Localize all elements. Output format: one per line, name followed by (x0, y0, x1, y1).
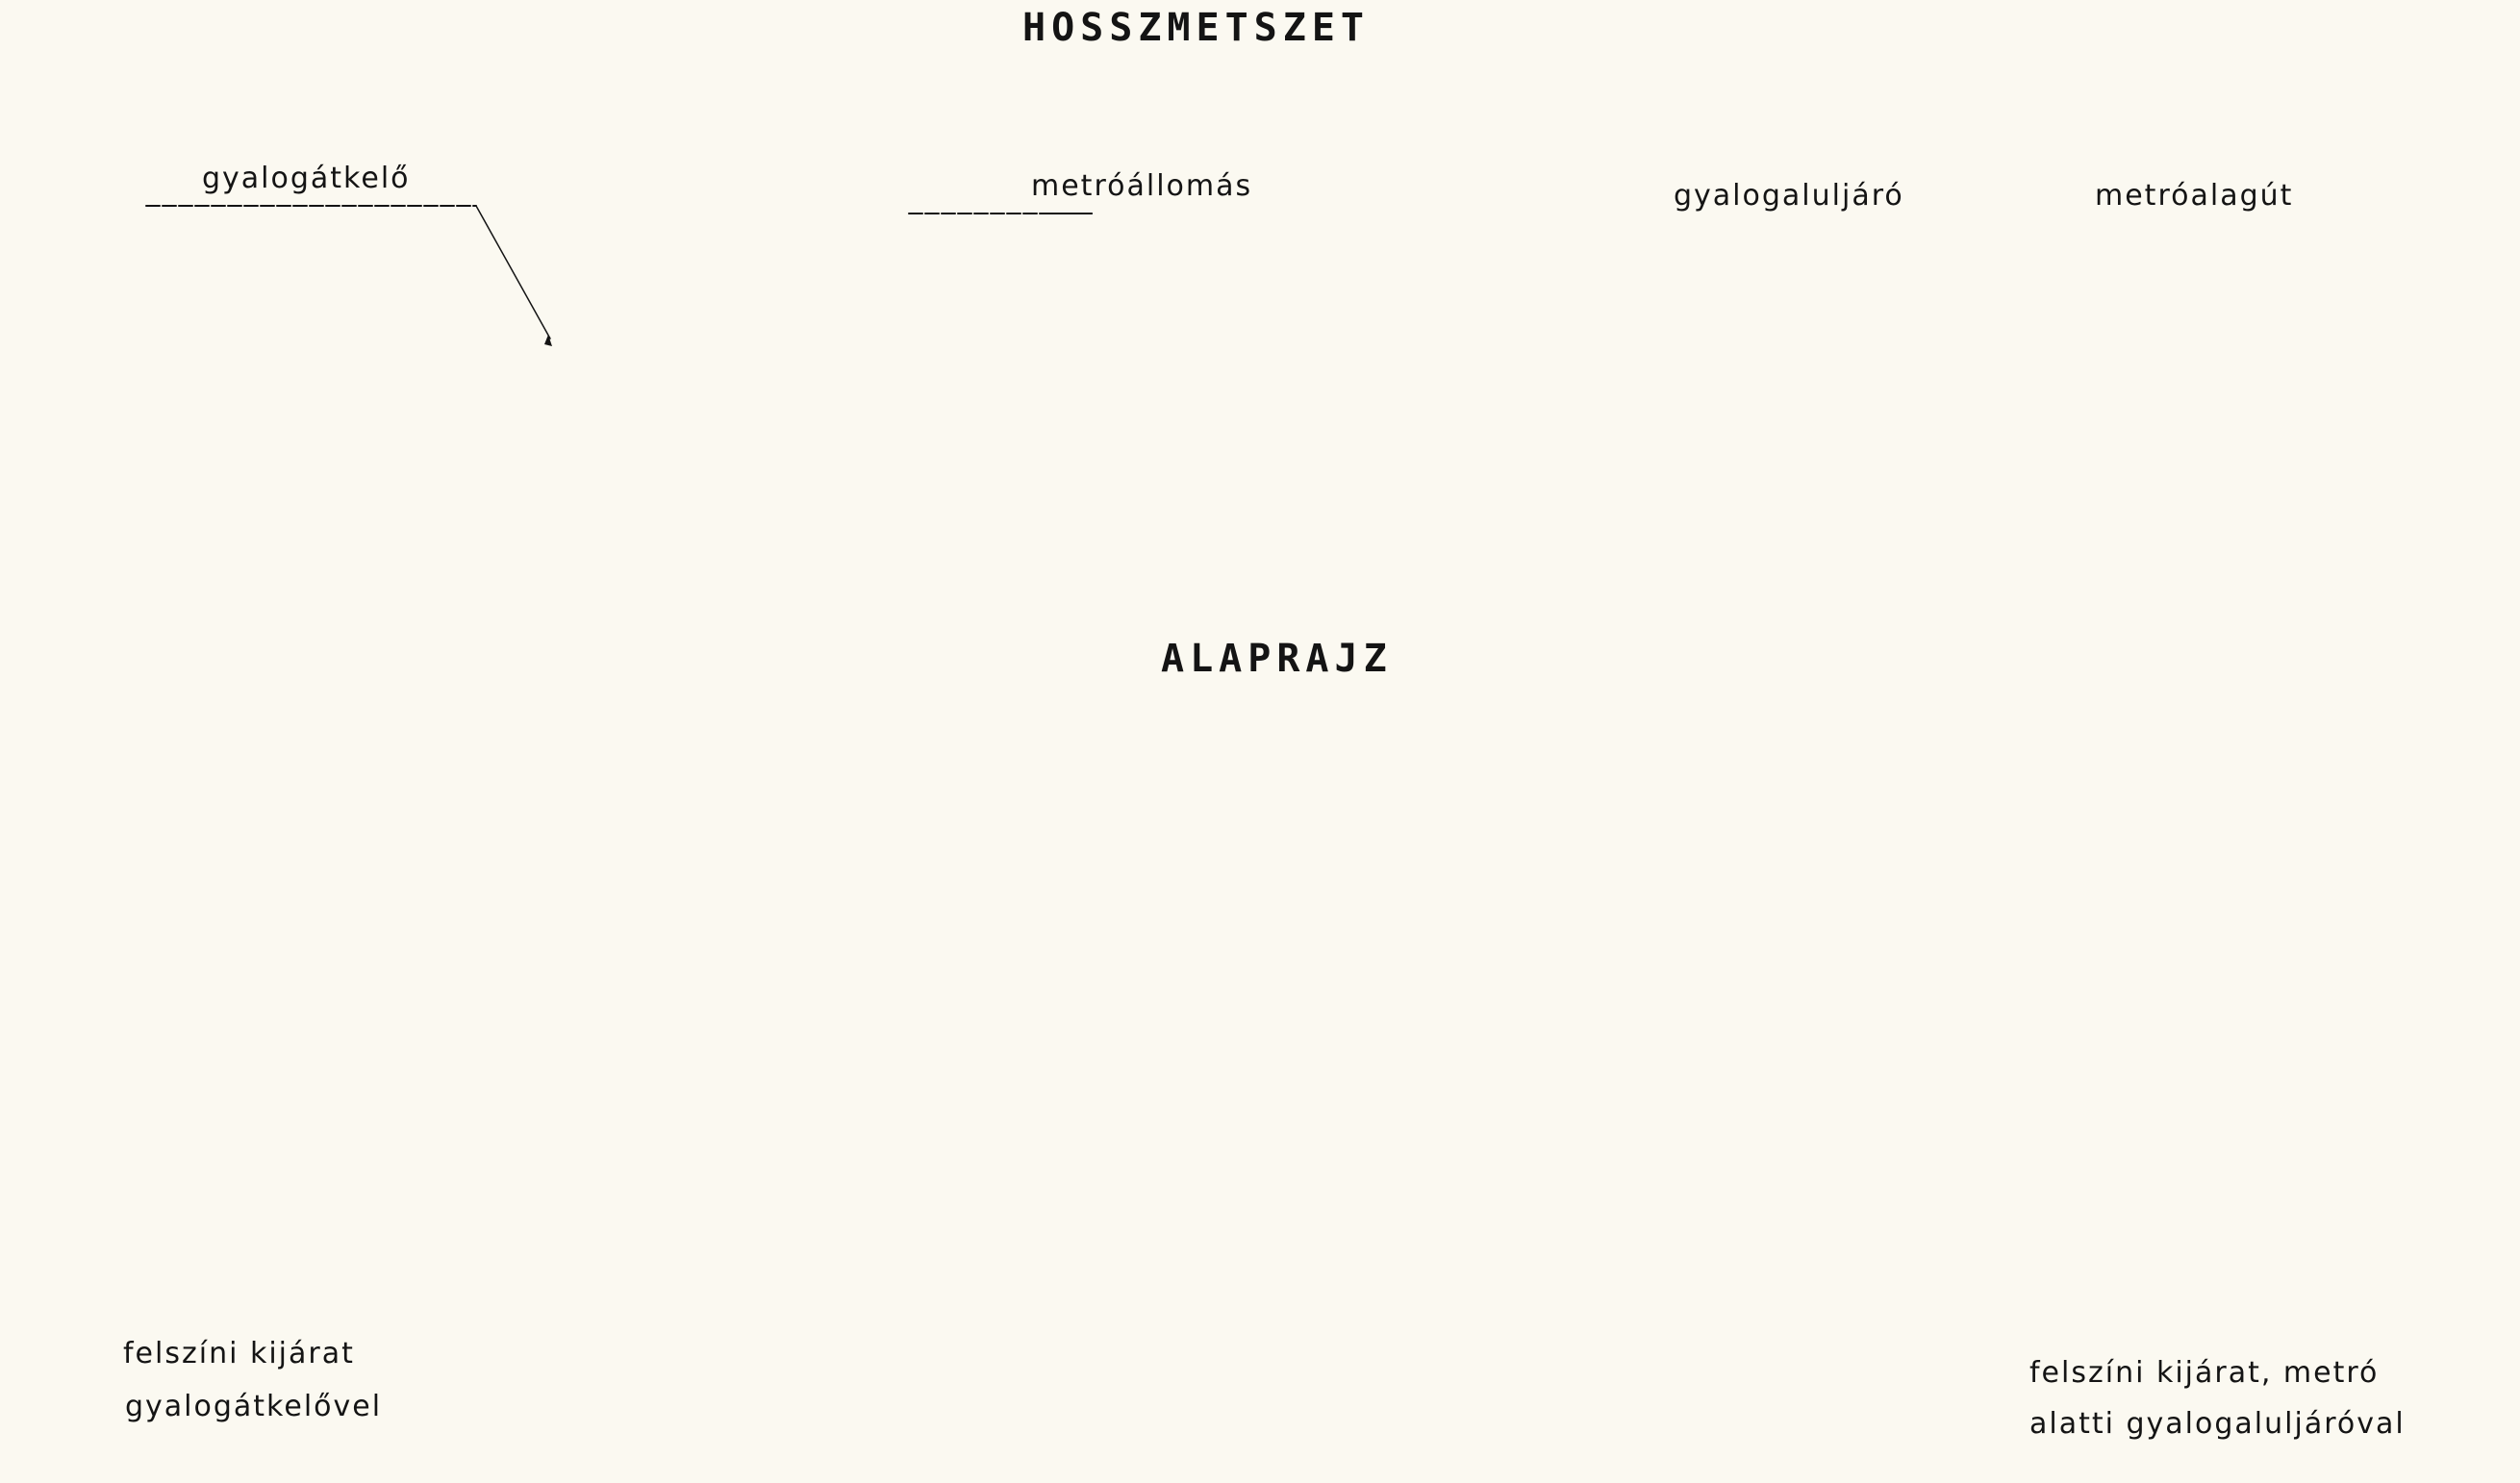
label-left-exit-line2: gyalogátkelővel (125, 1390, 383, 1423)
label-pedestrian-underpass: gyalogaluljáró (1674, 179, 1904, 213)
label-metro-station: metróállomás (1031, 169, 1253, 203)
label-right-exit-line1: felszíni kijárat, metró (2029, 1356, 2380, 1390)
label-metro-tunnel: metróalagút (2095, 179, 2294, 213)
plan-title: ALAPRAJZ (1161, 637, 1393, 681)
label-right-exit-line2: alatti gyalogaluljáróval (2029, 1407, 2406, 1441)
label-pedestrian-crossing: gyalogátkelő (202, 162, 411, 195)
longitudinal-section (145, 205, 1093, 346)
label-left-exit-line1: felszíni kijárat (123, 1337, 355, 1370)
section-title: HOSSZMETSZET (1022, 6, 1370, 50)
